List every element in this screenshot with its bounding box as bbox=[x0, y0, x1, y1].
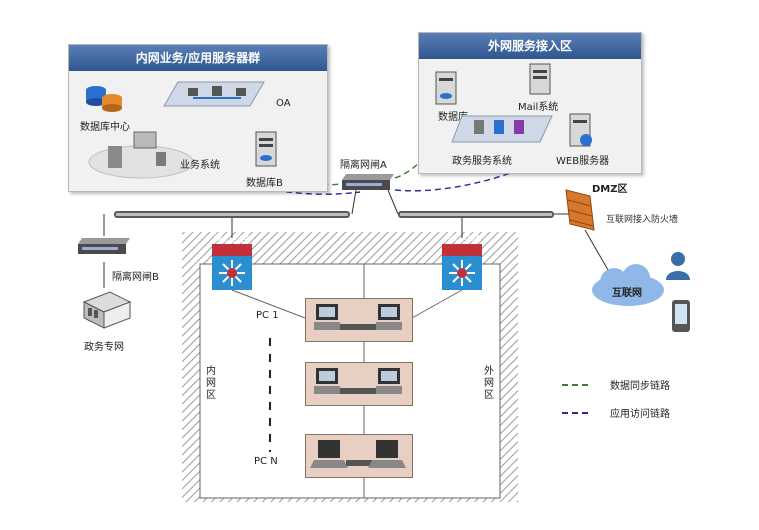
core-switch-left-icon bbox=[212, 244, 252, 290]
gateway-a-device-icon bbox=[342, 174, 394, 190]
gateway-b-device-icon bbox=[78, 238, 130, 254]
web-server-icon bbox=[569, 113, 592, 147]
gov-net-label: 政务专网 bbox=[84, 342, 124, 353]
gov-net-building-icon bbox=[82, 291, 132, 329]
mobile-device-icon bbox=[672, 300, 690, 332]
desktop-pc-pair-icon-2 bbox=[314, 368, 402, 394]
database-cluster-icon bbox=[86, 86, 122, 112]
oa-network-icon bbox=[163, 81, 265, 107]
datacenter-label: 数据库中心 bbox=[80, 122, 130, 133]
mail-server-icon bbox=[529, 63, 551, 95]
legend-sync-label: 数据同步链路 bbox=[610, 381, 670, 392]
laptop-pair-icon bbox=[310, 440, 406, 468]
desktop-pc-pair-icon-1 bbox=[314, 304, 402, 330]
core-switch-right-icon bbox=[442, 244, 482, 290]
inner-zone-label: 内网区 bbox=[206, 366, 216, 401]
legend-app-label: 应用访问链路 bbox=[610, 409, 670, 420]
internet-label: 互联网 bbox=[612, 288, 642, 299]
web-server-label: WEB服务器 bbox=[556, 156, 610, 167]
business-system-icon bbox=[88, 131, 194, 179]
gateway-a-label: 隔离网闸A bbox=[340, 160, 387, 171]
pc-first-label: PC 1 bbox=[256, 310, 279, 321]
firewall-label: 互联网接入防火墙 bbox=[606, 215, 679, 225]
pc-last-label: PC N bbox=[254, 456, 278, 467]
external-panel-title: 外网服务接入区 bbox=[419, 33, 641, 59]
legend-app-swatch bbox=[562, 412, 588, 414]
oa-label: OA bbox=[276, 98, 291, 109]
internal-panel-title: 内网业务/应用服务器群 bbox=[69, 45, 327, 71]
gateway-b-label: 隔离网闸B bbox=[112, 272, 159, 283]
gov-service-icon bbox=[451, 115, 553, 143]
legend-sync-swatch bbox=[562, 384, 588, 386]
backbone-left bbox=[114, 211, 350, 218]
database-b-label: 数据库B bbox=[246, 178, 283, 189]
core-switch-left-label: 核心交换 bbox=[214, 235, 251, 245]
business-system-label: 业务系统 bbox=[180, 160, 220, 171]
external-database-label: 数据库 bbox=[438, 112, 468, 123]
firewall-icon bbox=[565, 189, 595, 231]
database-b-server-icon bbox=[255, 131, 277, 167]
external-database-icon bbox=[435, 71, 457, 105]
user-icon bbox=[666, 252, 690, 280]
outer-zone-label: 外网区 bbox=[484, 366, 494, 401]
mail-system-label: Mail系统 bbox=[518, 102, 559, 113]
internet-cloud-icon bbox=[592, 264, 664, 306]
core-switch-right-label: 核心交换 bbox=[444, 235, 481, 245]
backbone-right bbox=[398, 211, 554, 218]
gov-service-label: 政务服务系统 bbox=[452, 156, 512, 167]
dmz-label: DMZ区 bbox=[592, 184, 628, 195]
